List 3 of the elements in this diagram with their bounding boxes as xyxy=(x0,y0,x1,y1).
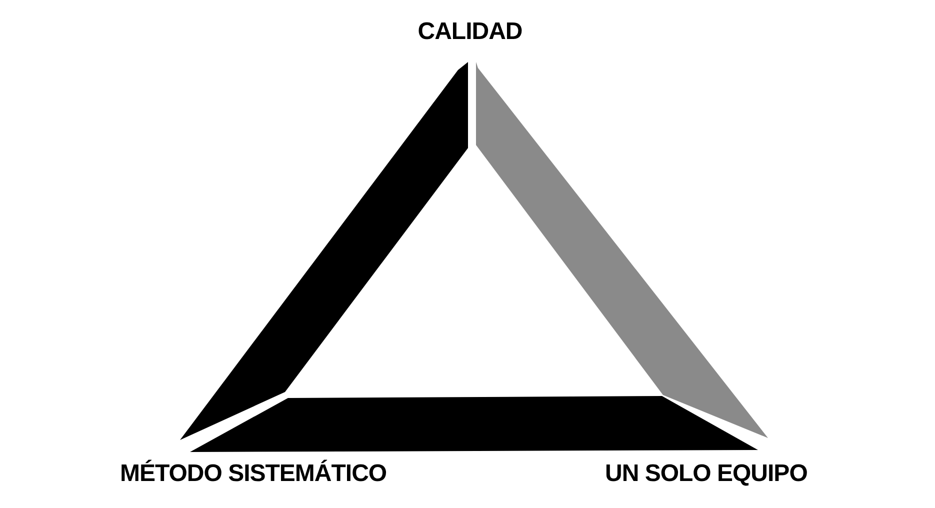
corner-label: MÉTODO SISTEMÁTICO xyxy=(120,460,387,488)
corner-label: UN SOLO EQUIPO xyxy=(605,460,808,488)
corner-label: CALIDAD xyxy=(418,18,522,46)
